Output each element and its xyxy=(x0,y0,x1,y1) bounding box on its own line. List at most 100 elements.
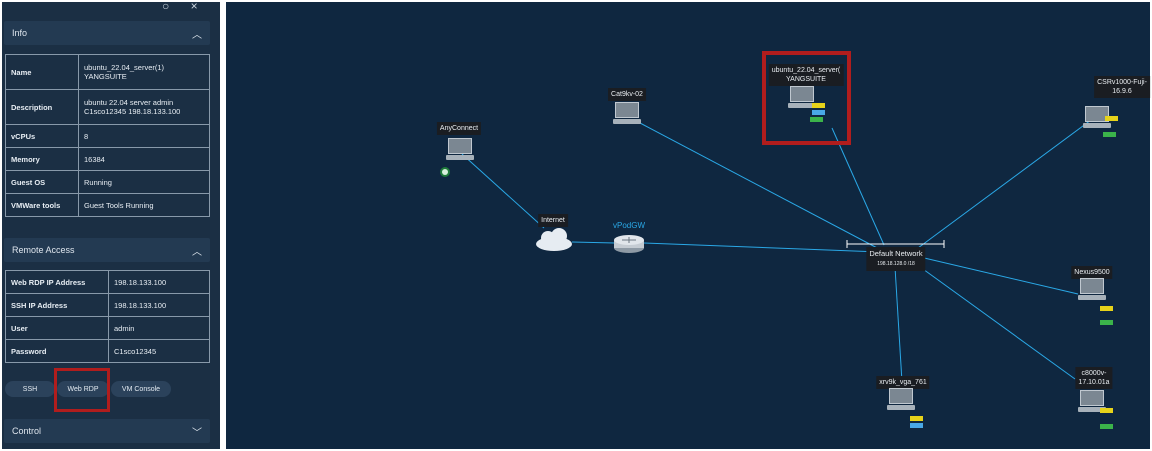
default-network-name: Default Network xyxy=(869,249,923,258)
table-row: Guest OS Running xyxy=(5,170,210,194)
circle-icon[interactable]: ○ xyxy=(162,2,170,13)
remote-key: Web RDP IP Address xyxy=(5,270,109,294)
ssh-button[interactable]: SSH xyxy=(5,381,55,397)
remote-access-table: Web RDP IP Address 198.18.133.100 SSH IP… xyxy=(5,270,210,363)
csrv-label-line1: CSRv1000-Fuji- xyxy=(1097,79,1147,86)
control-section-header[interactable]: Control ﹀ xyxy=(4,419,210,443)
info-section-title: Info xyxy=(12,28,28,38)
table-row: VMWare tools Guest Tools Running xyxy=(5,193,210,217)
table-row: Description ubuntu 22.04 server admin C1… xyxy=(5,89,210,125)
link-ubuntu-network xyxy=(831,127,885,246)
vm-console-button[interactable]: VM Console xyxy=(111,381,171,397)
info-key: Memory xyxy=(5,147,79,171)
status-tag xyxy=(1100,306,1113,311)
info-value: ubuntu 22.04 server admin C1sco12345 198… xyxy=(78,89,210,125)
remote-key: User xyxy=(5,316,109,340)
status-tag xyxy=(1100,320,1113,325)
info-value: 16384 xyxy=(78,147,210,171)
status-tag xyxy=(910,423,923,428)
info-key: Guest OS xyxy=(5,170,79,194)
link-internet-vpodgw xyxy=(571,241,616,244)
table-row: User admin xyxy=(5,316,210,340)
remote-value: 198.18.133.100 xyxy=(108,293,210,317)
node-label-ubuntu: ubuntu_22.04_server( YANGSUITE xyxy=(768,64,844,86)
table-row: Web RDP IP Address 198.18.133.100 xyxy=(5,270,210,294)
laptop-icon[interactable] xyxy=(1078,278,1106,302)
laptop-icon[interactable] xyxy=(887,388,915,412)
ubuntu-label-line1: ubuntu_22.04_server( xyxy=(771,67,841,74)
remote-access-section-header[interactable]: Remote Access ︿ xyxy=(4,238,210,262)
c8000v-label-line2: 17.10.01a xyxy=(1078,379,1110,386)
laptop-icon[interactable] xyxy=(788,86,816,110)
csrv-label-line2: 16.9.6 xyxy=(1112,88,1132,95)
node-label-nexus: Nexus9500 xyxy=(1071,266,1113,279)
status-tag xyxy=(812,110,825,115)
status-tag xyxy=(1105,116,1118,121)
globe-icon-inner xyxy=(442,169,448,175)
table-row: Memory 16384 xyxy=(5,147,210,171)
topology-canvas[interactable]: AnyConnect Internet vPodGW Cat9kv-02 ubu… xyxy=(226,2,1150,449)
node-label-anyconnect: AnyConnect xyxy=(436,122,482,135)
link-nexus-network xyxy=(919,256,1079,295)
info-table: Name ubuntu_22.04_server(1) YANGSUITE De… xyxy=(5,54,210,217)
table-row: SSH IP Address 198.18.133.100 xyxy=(5,293,210,317)
laptop-icon[interactable] xyxy=(1078,390,1106,414)
router-icon xyxy=(614,235,644,253)
info-value: ubuntu_22.04_server(1) YANGSUITE xyxy=(78,54,210,90)
table-row: Name ubuntu_22.04_server(1) YANGSUITE xyxy=(5,54,210,90)
node-label-cat9kv: Cat9kv-02 xyxy=(608,88,646,101)
status-tag xyxy=(810,117,823,122)
chevron-up-icon[interactable]: ︿ xyxy=(192,246,202,258)
link-xrv9k-network xyxy=(894,266,903,383)
info-key: vCPUs xyxy=(5,124,79,148)
default-network-subnet: 198.18.128.0 /18 xyxy=(877,261,915,267)
node-label-vpodgw: vPodGW xyxy=(613,221,646,230)
node-label-internet: Internet xyxy=(538,214,568,227)
ubuntu-node-highlight xyxy=(762,51,851,145)
table-row: vCPUs 8 xyxy=(5,124,210,148)
c8000v-label-line1: c8000v- xyxy=(1081,370,1107,377)
status-tag xyxy=(1103,132,1116,137)
laptop-icon[interactable] xyxy=(1083,106,1111,130)
status-tag xyxy=(910,416,923,421)
info-value: Running xyxy=(78,170,210,194)
network-bar xyxy=(846,240,945,248)
remote-value: admin xyxy=(108,316,210,340)
ubuntu-label-line2: YANGSUITE xyxy=(786,76,826,83)
node-label-csrv: CSRv1000-Fuji- 16.9.6 xyxy=(1094,76,1150,98)
remote-value: 198.18.133.100 xyxy=(108,270,210,294)
web-rdp-highlight xyxy=(54,368,110,412)
status-tag xyxy=(1100,408,1113,413)
remote-access-buttons: SSH Web RDP VM Console xyxy=(5,381,171,397)
link-csrv-network xyxy=(917,119,1092,249)
web-rdp-button[interactable]: Web RDP xyxy=(57,381,109,397)
info-value: Guest Tools Running xyxy=(78,193,210,217)
status-tag xyxy=(1100,424,1113,429)
window-controls: ○ × xyxy=(162,2,216,13)
chevron-up-icon[interactable]: ︿ xyxy=(192,29,202,41)
vm-details-panel: ○ × Info ︿ Name ubuntu_22.04_server(1) Y… xyxy=(2,2,220,449)
remote-key: Password xyxy=(5,339,109,363)
link-c8000v-network xyxy=(915,263,1076,380)
topology-links xyxy=(440,119,1092,383)
info-key: VMWare tools xyxy=(5,193,79,217)
close-icon[interactable]: × xyxy=(190,2,198,13)
info-section-header[interactable]: Info ︿ xyxy=(4,21,210,45)
status-tag xyxy=(812,103,825,108)
link-anyconnect-internet xyxy=(461,153,545,229)
table-row: Password C1sco12345 xyxy=(5,339,210,363)
node-label-default-network: Default Network 198.18.128.0 /18 xyxy=(866,247,926,271)
link-cat9kv-network xyxy=(639,122,882,251)
remote-value: C1sco12345 xyxy=(108,339,210,363)
cloud-icon xyxy=(536,228,572,251)
remote-access-section-title: Remote Access xyxy=(12,245,75,255)
node-label-xrv9k: xrv9k_vga_761 xyxy=(876,376,930,389)
control-section-title: Control xyxy=(12,426,42,436)
link-vpodgw-network xyxy=(643,242,881,253)
laptop-icon[interactable] xyxy=(613,102,641,126)
remote-key: SSH IP Address xyxy=(5,293,109,317)
laptop-icon[interactable] xyxy=(446,138,474,162)
chevron-down-icon[interactable]: ﹀ xyxy=(192,427,202,439)
info-key: Description xyxy=(5,89,79,125)
info-key: Name xyxy=(5,54,79,90)
